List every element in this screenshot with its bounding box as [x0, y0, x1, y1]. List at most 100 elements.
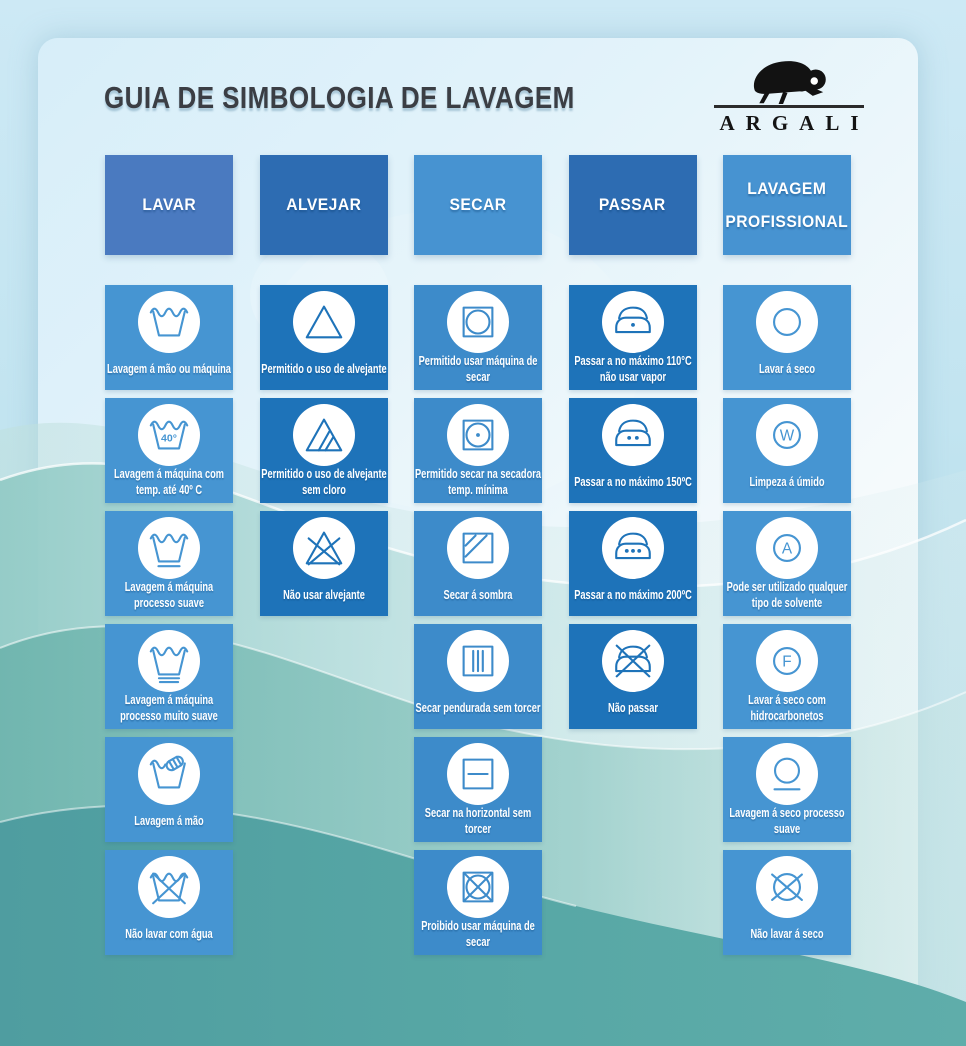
square-vertical-lines-icon: [447, 630, 509, 692]
symbol-cell-lavagem-profissional-4: F Lavar á seco com hidrocarbonetos: [723, 624, 851, 729]
symbol-cell-passar-1: Passar a no máximo 110°C não usar vapor: [568, 285, 697, 390]
symbol-label: Lavagem á máquina com temp. até 40º C: [113, 466, 225, 497]
circle-a-icon: A: [756, 517, 818, 579]
symbol-cell-lavar-6: Não lavar com água: [105, 850, 233, 955]
column-passar: PASSAR Passar a no máximo 110°C não usar …: [568, 155, 697, 955]
symbol-cell-secar-6: Proibido usar máquina de secar: [414, 850, 542, 955]
symbol-cell-passar-3: Passar a no máximo 200ºC: [568, 511, 697, 616]
symbol-label: Passar a no máximo 110°C não usar vapor: [573, 353, 692, 384]
symbol-cell-lavar-3: Lavagem á máquina processo suave: [105, 511, 233, 616]
column-header-lavar: LAVAR: [105, 155, 233, 255]
symbol-label: Proibido usar máquina de secar: [421, 918, 535, 949]
symbol-cell-lavar-5: Lavagem á mão: [105, 737, 233, 842]
page-title: GUIA DE SIMBOLOGIA DE LAVAGEM: [104, 80, 575, 115]
washtub-40-icon: 40°: [138, 404, 200, 466]
column-header-alvejar: ALVEJAR: [259, 155, 388, 255]
symbol-label: Passar a no máximo 150ºC: [573, 474, 692, 489]
triangle-striped-icon: [292, 404, 355, 466]
symbol-label: Permitido usar máquina de secar: [418, 353, 538, 384]
circle-f-icon: F: [756, 630, 818, 692]
symbol-label: Não usar alvejante: [282, 587, 365, 602]
svg-text:F: F: [782, 653, 791, 670]
symbol-cell-secar-3: Secar á sombra: [414, 511, 542, 616]
column-header-label: SECAR: [449, 195, 507, 215]
symbol-cell-passar-4: Não passar: [568, 624, 697, 729]
svg-text:40°: 40°: [161, 433, 177, 445]
symbol-label: Permitido secar na secadora temp. mínima: [415, 466, 541, 497]
symbol-label: Secar na horizontal sem torcer: [424, 805, 532, 836]
svg-text:A: A: [782, 540, 793, 557]
column-header-label: ALVEJAR: [285, 195, 362, 215]
brand-divider: [714, 105, 864, 108]
iron-crossed-icon: [601, 630, 664, 692]
handwash-icon: [138, 743, 200, 805]
symbol-cell-lavagem-profissional-1: Lavar á seco: [723, 285, 851, 390]
symbol-label: Limpeza á úmido: [749, 474, 825, 489]
symbol-cell-alvejar-3: Não usar alvejante: [259, 511, 388, 616]
circle-underline-icon: [756, 743, 818, 805]
symbol-label: Permitido o uso de alvejante sem cloro: [260, 466, 387, 497]
symbol-label: Lavar á seco com hidrocarbonetos: [748, 692, 826, 723]
ram-logo-icon: [753, 61, 826, 105]
symbol-cell-lavagem-profissional-6: Não lavar á seco: [723, 850, 851, 955]
triangle-crossed-icon: [292, 517, 355, 579]
square-circle-dot-icon: [447, 404, 509, 466]
symbol-label: Passar a no máximo 200ºC: [573, 587, 692, 602]
symbol-label: Pode ser utilizado qualquer tipo de solv…: [726, 579, 848, 610]
triangle-icon: [292, 291, 355, 353]
symbol-label: Secar á sombra: [443, 587, 513, 602]
symbol-label: Não lavar com água: [125, 926, 213, 941]
symbol-cell-lavagem-profissional-2: W Limpeza á úmido: [723, 398, 851, 503]
symbol-cell-lavar-1: Lavagem á mão ou máquina: [105, 285, 233, 390]
symbol-cell-lavar-4: Lavagem á máquina processo muito suave: [105, 624, 233, 729]
cells-lavar: Lavagem á mão ou máquina 40° Lavagem á máq…: [105, 285, 233, 955]
circle-crossed-icon: [756, 856, 818, 918]
symbol-label: Lavagem á mão ou máquina: [107, 361, 231, 376]
symbol-cell-lavar-2: 40° Lavagem á máquina com temp. até 40º C: [105, 398, 233, 503]
symbol-label: Lavagem á seco processo suave: [729, 805, 845, 836]
symbol-cell-secar-2: Permitido secar na secadora temp. mínima: [414, 398, 542, 503]
washtub-icon: [138, 291, 200, 353]
brand-logo: ARGALI: [714, 54, 864, 136]
symbol-label: Lavagem á máquina processo suave: [124, 579, 214, 610]
column-header-label: LAVAR: [142, 195, 196, 215]
symbol-label: Lavagem á máquina processo muito suave: [120, 692, 218, 723]
square-horizontal-line-icon: [447, 743, 509, 805]
symbol-label: Lavagem á mão: [134, 813, 204, 828]
symbol-cell-secar-4: Secar pendurada sem torcer: [414, 624, 542, 729]
symbol-cell-passar-2: Passar a no máximo 150ºC: [568, 398, 697, 503]
symbol-cell-alvejar-2: Permitido o uso de alvejante sem cloro: [259, 398, 388, 503]
symbol-cell-alvejar-1: Permitido o uso de alvejante: [259, 285, 388, 390]
symbol-label: Não passar: [607, 700, 658, 715]
symbol-cell-secar-5: Secar na horizontal sem torcer: [414, 737, 542, 842]
symbol-label: Não lavar á seco: [750, 926, 824, 941]
iron-1dot-icon: [601, 291, 664, 353]
square-circle-icon: [447, 291, 509, 353]
column-header-label: PASSAR: [599, 195, 666, 215]
symbol-cell-lavagem-profissional-3: A Pode ser utilizado qualquer tipo de sol…: [723, 511, 851, 616]
brand-name: ARGALI: [719, 110, 870, 135]
square-shade-icon: [447, 517, 509, 579]
iron-2dots-icon: [601, 404, 664, 466]
svg-text:W: W: [780, 427, 795, 444]
washtub-underline-icon: [138, 517, 200, 579]
washtub-double-underline-icon: [138, 630, 200, 692]
circle-w-icon: W: [756, 404, 818, 466]
washtub-crossed-icon: [138, 856, 200, 918]
iron-3dots-icon: [601, 517, 664, 579]
column-header-label: LAVAGEM PROFISSIONAL: [725, 178, 849, 231]
symbol-label: Lavar á seco: [758, 361, 816, 376]
column-header-passar: PASSAR: [568, 155, 697, 255]
column-header-secar: SECAR: [414, 155, 542, 255]
